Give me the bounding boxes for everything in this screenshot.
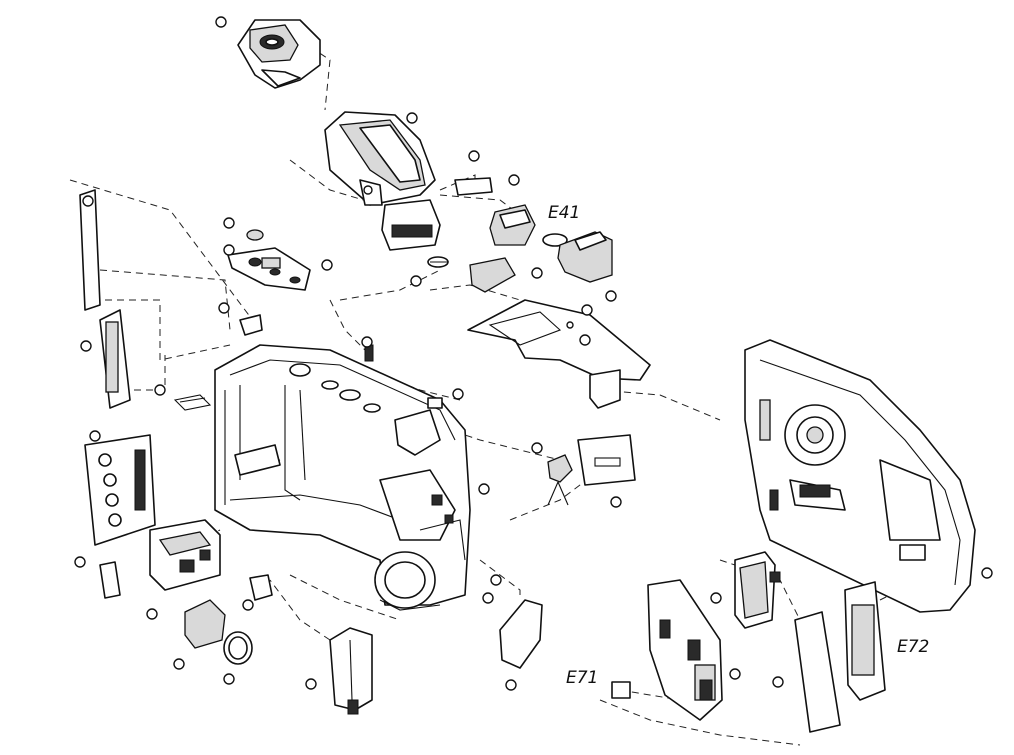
lid-cover — [499, 599, 543, 669]
e71-chip — [611, 681, 631, 699]
callout-bubbles — [74, 16, 993, 691]
small-connector — [249, 574, 273, 601]
hinge-lever — [547, 454, 573, 506]
battery-holder — [734, 551, 781, 629]
button-cap-left — [489, 204, 536, 246]
small-bracket-plate — [454, 177, 493, 196]
label-e72: E72 — [897, 637, 929, 657]
small-spring-part — [173, 394, 212, 411]
small-tab-part — [99, 561, 121, 599]
lower-bracket-block — [149, 519, 221, 591]
left-pcb-board — [84, 434, 156, 546]
round-ring — [223, 631, 253, 665]
main-chassis-frame — [214, 344, 471, 611]
e72-bracket — [844, 581, 886, 701]
spring-clip — [427, 256, 449, 268]
main-circuit-board — [647, 579, 723, 721]
label-e71: E71 — [566, 668, 598, 688]
side-strip-panel — [79, 189, 131, 409]
control-knob-assembly — [227, 229, 311, 291]
top-mount-plate — [467, 299, 651, 409]
viewfinder-housing — [324, 111, 441, 251]
label-plate — [577, 434, 636, 486]
part-labels: E41 E71 E72 — [548, 203, 929, 688]
shield-plate — [794, 611, 841, 733]
clip-part-center — [427, 397, 443, 409]
jack-cover — [184, 599, 226, 649]
label-e41: E41 — [548, 203, 580, 223]
vertical-bracket — [329, 627, 373, 715]
rear-case-shell — [744, 339, 976, 613]
small-screw-part — [239, 314, 263, 336]
slide-switch-cap — [469, 257, 516, 293]
e41-small-part — [542, 233, 568, 247]
button-cap-right — [557, 231, 613, 283]
viewfinder-eyecup-part — [237, 19, 321, 89]
